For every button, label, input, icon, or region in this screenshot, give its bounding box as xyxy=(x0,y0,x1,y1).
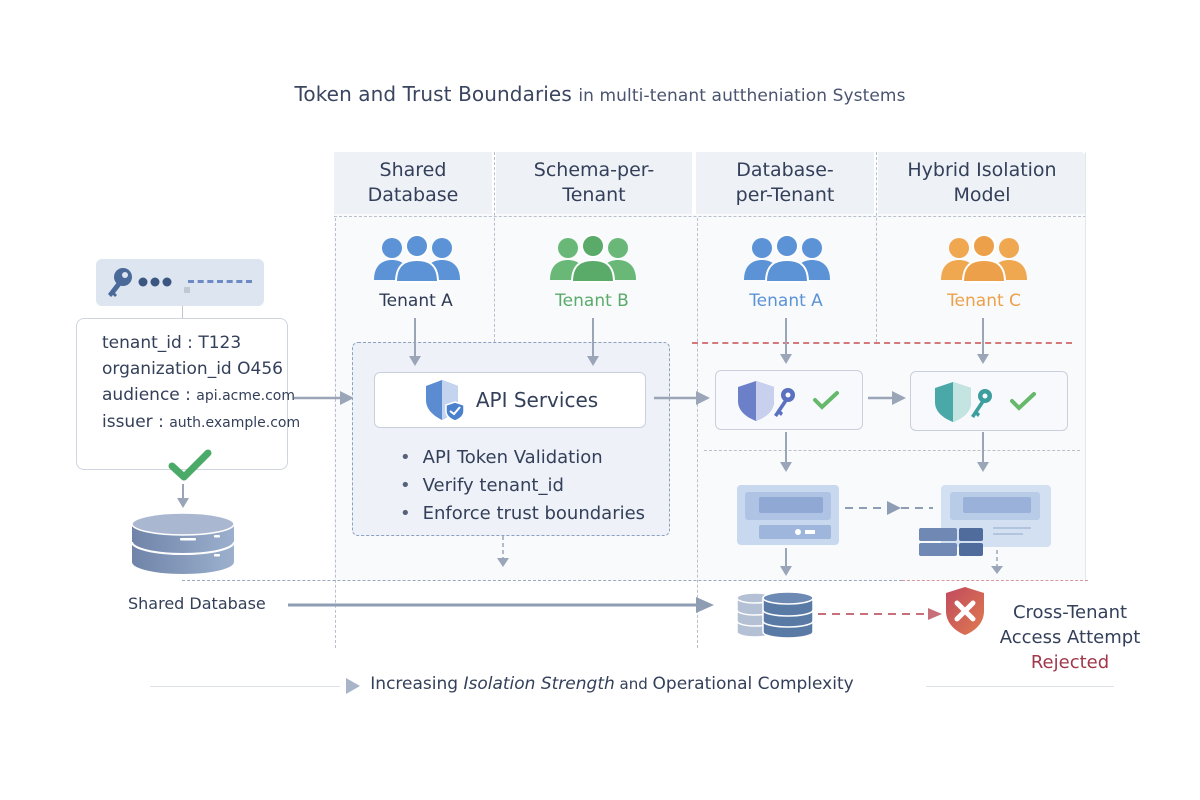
api-services-label: API Services xyxy=(475,388,599,412)
arrow-down-icon xyxy=(977,318,989,364)
shared-db-link xyxy=(182,580,902,581)
footer-rule xyxy=(150,686,340,687)
arrow-down-icon xyxy=(587,318,599,366)
token-chip xyxy=(96,259,264,306)
arrow-down-dashed-icon xyxy=(991,550,1003,574)
arrow-down-icon xyxy=(780,432,792,472)
flow-arrow xyxy=(288,597,714,613)
shared-database-label: Shared Database xyxy=(128,594,266,613)
trust-boundary-line xyxy=(692,342,1072,344)
arrow-down-icon xyxy=(177,484,189,508)
column-divider xyxy=(697,218,698,648)
arrow-down-icon xyxy=(780,318,792,364)
arrow-down-icon xyxy=(977,432,989,472)
tenant-database-server xyxy=(737,485,839,545)
title-main: Token and Trust Boundaries xyxy=(294,82,572,106)
column-edge xyxy=(1085,152,1086,582)
column-header-database-per-tenant: Database-per-Tenant xyxy=(696,152,874,214)
cross-tenant-attempt-arrow xyxy=(818,608,942,620)
key-icon xyxy=(108,268,132,297)
diagram-title: Token and Trust Boundaries in multi-tena… xyxy=(0,82,1200,106)
header-divider xyxy=(334,216,1086,217)
check-icon xyxy=(813,391,839,410)
column-divider xyxy=(876,152,877,342)
api-bullets: API Token Validation Verify tenant_id En… xyxy=(400,444,645,528)
tenant-c-users-icon xyxy=(941,234,1027,283)
claim-audience: audience : api.acme.com xyxy=(102,385,295,405)
token-dashes xyxy=(188,280,252,283)
tenant-a-users-icon xyxy=(744,234,830,283)
tenant-b-label: Tenant B xyxy=(555,291,629,311)
claim-tenant-id: tenant_id : T123 xyxy=(102,333,242,353)
claim-issuer: issuer : auth.example.com xyxy=(102,412,301,432)
tenant-b-users-icon xyxy=(550,234,636,283)
bullet-item: Enforce trust boundaries xyxy=(400,500,645,528)
isolation-scale-caption: Increasing Isolation Strength and Operat… xyxy=(370,674,854,694)
storage-divider xyxy=(704,450,1080,451)
connector xyxy=(182,306,183,318)
rejected-label: Rejected xyxy=(1030,652,1110,673)
hybrid-auth-box xyxy=(910,371,1068,431)
arrow-down-icon xyxy=(409,318,421,366)
bullet-item: Verify tenant_id xyxy=(400,472,645,500)
flow-arrow xyxy=(654,391,710,405)
token-claims: tenant_id : T123 organization_id O456 au… xyxy=(102,330,300,436)
claim-organization-id: organization_id O456 xyxy=(102,359,283,379)
flow-arrow xyxy=(294,391,354,405)
column-header-schema-per-tenant: Schema-per-Tenant xyxy=(496,152,692,214)
footer-rule xyxy=(926,686,1114,687)
tenant-a-label-2: Tenant A xyxy=(749,291,823,311)
masked-token-dots xyxy=(138,277,172,287)
tenant-auth-box xyxy=(715,370,863,430)
shield-key-icon xyxy=(738,381,795,421)
tenant-a-label: Tenant A xyxy=(379,291,453,311)
tenant-c-label: Tenant C xyxy=(947,291,1021,311)
check-icon xyxy=(1010,392,1036,411)
arrow-down-dashed-icon xyxy=(497,536,509,567)
column-divider xyxy=(335,218,336,648)
tenant-a-users-icon xyxy=(374,234,460,283)
token-claims-card xyxy=(76,318,288,470)
rejection-boundary xyxy=(902,580,1088,581)
shared-database-icon xyxy=(131,512,235,574)
footer-arrow-icon xyxy=(346,678,360,694)
title-sub: in multi-tenant auttheniation Systems xyxy=(578,86,906,106)
api-services-box: API Services xyxy=(374,372,646,428)
column-divider xyxy=(494,152,495,342)
rejection-message: Cross-Tenant Access Attempt Rejected xyxy=(985,600,1155,675)
replication-arrow xyxy=(845,501,933,515)
tenant-databases-icon xyxy=(736,591,814,639)
token-cursor xyxy=(184,287,190,293)
bullet-item: API Token Validation xyxy=(400,444,645,472)
rejected-shield-icon xyxy=(946,587,984,635)
shield-key-icon xyxy=(935,382,992,422)
valid-check-icon xyxy=(168,449,212,481)
hybrid-database-server xyxy=(941,485,1051,547)
shield-check-icon xyxy=(425,380,465,422)
flow-arrow xyxy=(868,391,906,405)
arrow-down-icon xyxy=(780,548,792,576)
